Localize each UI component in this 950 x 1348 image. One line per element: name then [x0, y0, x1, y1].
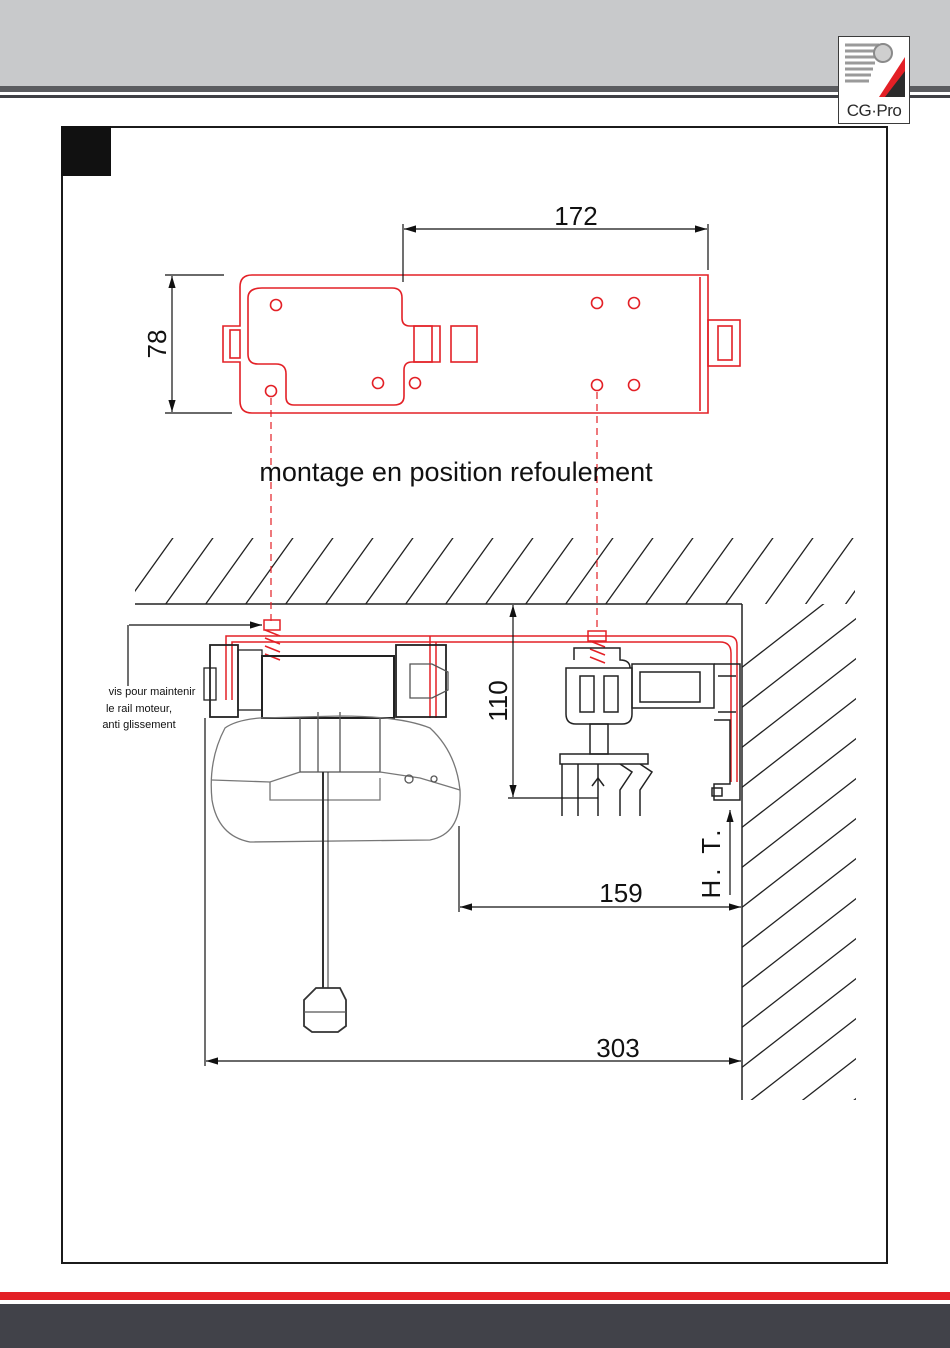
dimension-110: [508, 605, 598, 798]
motor-assembly: [204, 645, 460, 1032]
dimension-78: [165, 275, 232, 413]
ceiling-hatch: [100, 500, 920, 640]
dimension-78-label: 78: [142, 330, 172, 359]
drawing-caption: montage en position refoulement: [259, 457, 653, 487]
bracket-plan-view: [223, 275, 740, 413]
wall-hatch: [700, 560, 880, 1260]
dimension-172: [403, 224, 708, 282]
dimension-303-label: 303: [596, 1033, 639, 1063]
note-line-1: vis pour maintenir: [109, 686, 196, 698]
footer-red-band: [0, 1292, 950, 1300]
projection-lines: [271, 392, 597, 632]
rail-bracket: [226, 620, 737, 782]
note-leader: [128, 625, 262, 686]
dimension-303: [205, 718, 741, 1066]
dimension-110-label: 110: [483, 680, 513, 721]
note-line-3: anti glissement: [102, 719, 175, 731]
note-line-2: le rail moteur,: [106, 703, 172, 715]
footer-dark-band: [0, 1304, 950, 1348]
rail-profile: [560, 648, 740, 816]
dimension-172-label: 172: [554, 201, 597, 231]
dimension-ht-label: H. T.: [696, 826, 726, 899]
dimension-159-label: 159: [599, 878, 642, 908]
